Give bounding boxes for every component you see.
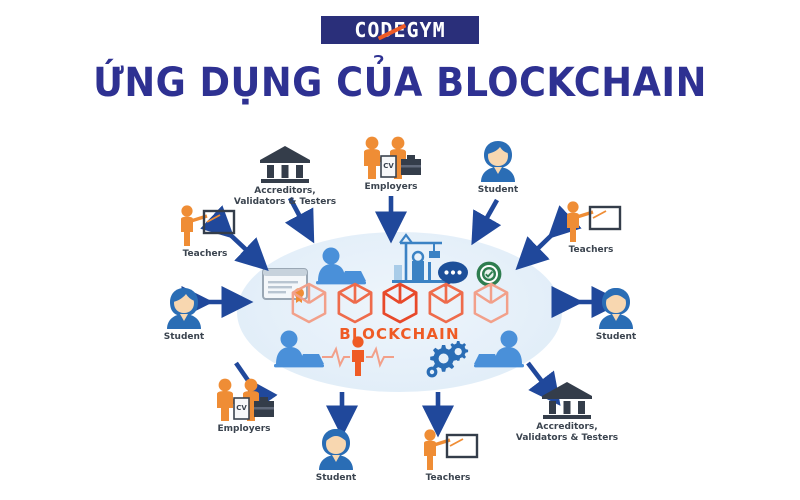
node-accreditors-top[interactable]: Accreditors, Validators & Testers [233,140,337,208]
node-student-bottom[interactable]: Student [298,427,374,484]
blockchain-cube-row [290,282,510,328]
arrow-accreditors-bottom [526,361,561,406]
student-female-icon [460,139,536,183]
node-employers-top[interactable]: CV Employers [348,136,434,193]
node-accreditors-bottom[interactable]: Accreditors, Validators & Testers [515,376,619,444]
blockchain-hub-label: BLOCKCHAIN [339,325,460,343]
node-label: Student [315,473,357,483]
handshake-employers-icon: CV [348,136,434,180]
teacher-board-icon [409,427,487,471]
node-label: Employers [364,182,418,192]
blockchain-cube [291,282,327,324]
handshake-employers-icon: CV [201,378,287,422]
node-teachers-right[interactable]: Teachers [552,199,630,256]
student-male-icon [298,427,374,471]
page-title: ỨNG DỤNG CỦA BLOCKCHAIN [93,60,707,106]
node-label: Employers [217,424,271,434]
node-employers-bottom[interactable]: CV Employers [201,378,287,435]
node-label: Teachers [568,245,614,255]
health-heartbeat-icon [320,335,396,377]
node-label: Teachers [425,473,471,483]
arrow-accreditors-top [284,196,315,244]
teacher-board-icon [166,203,244,247]
node-label: Student [595,332,637,342]
person-laptop-right-icon [472,330,526,370]
node-label: Accreditors, Validators & Testers [233,186,337,207]
node-label: Teachers [182,249,228,259]
codegym-logo: CODEGYM [321,16,479,44]
node-student-left[interactable]: Student [146,286,222,343]
blockchain-cube [473,282,509,324]
node-teachers-left[interactable]: Teachers [166,203,244,260]
node-student-right[interactable]: Student [578,286,654,343]
node-student-topright[interactable]: Student [460,139,536,196]
bank-institution-icon [515,376,619,420]
node-label: Student [163,332,205,342]
verified-badge-icon [476,261,502,287]
blockchain-cube [428,282,463,324]
student-male-icon [578,286,654,330]
gears-icon [424,337,470,381]
svg-text:CV: CV [383,162,394,170]
teacher-board-icon [552,199,630,243]
person-laptop-left-icon [272,330,326,370]
arrow-student-topright [471,198,502,246]
arrow-teachers-right [515,205,582,271]
node-label: Accreditors, Validators & Testers [515,422,619,443]
node-label: Student [477,185,519,195]
svg-text:CV: CV [236,404,247,412]
node-teachers-bottom[interactable]: Teachers [409,427,487,484]
bank-institution-icon [233,140,337,184]
student-female-icon [146,286,222,330]
blockchain-cube [382,282,418,324]
blockchain-cube [337,282,372,324]
